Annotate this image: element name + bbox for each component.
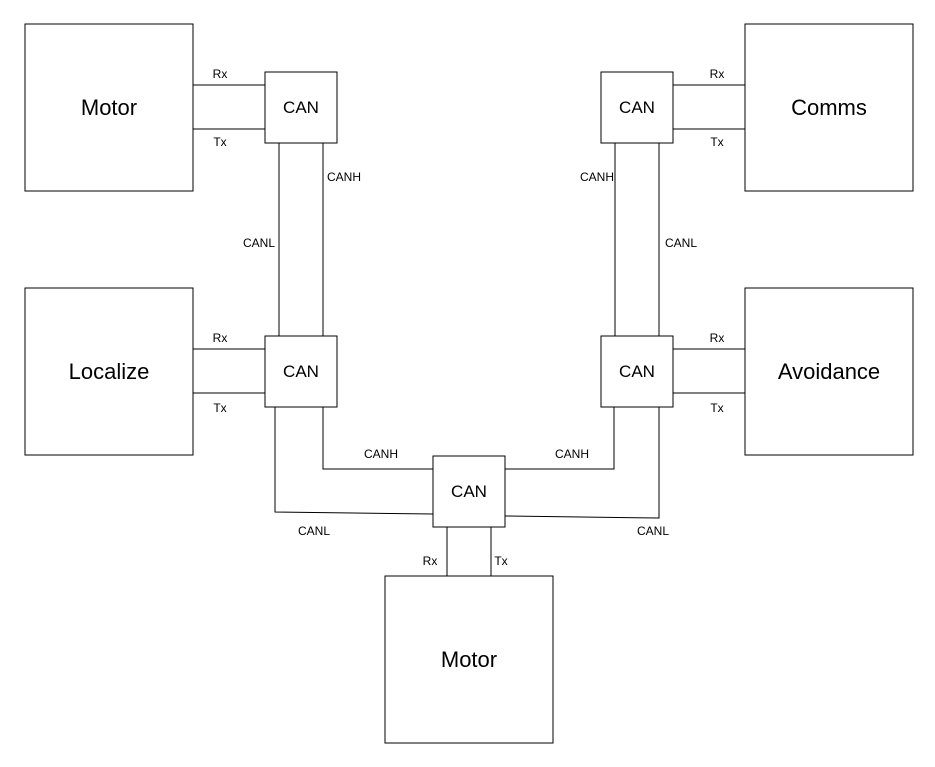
label-canl: CANL: [637, 524, 669, 538]
bus-left-to-center: CANH CANL: [274, 407, 434, 538]
module-motor-bottom: Motor: [384, 575, 554, 744]
can-controller-top-left: CAN: [264, 71, 338, 144]
can-controller-label: CAN: [451, 482, 487, 501]
label-canh: CANH: [555, 447, 589, 461]
bus-right-to-center: CANH CANL: [504, 407, 669, 538]
module-localize: Localize: [24, 287, 194, 456]
module-motor-top: Motor: [24, 23, 194, 192]
label-tx: Tx: [710, 401, 723, 415]
label-canh: CANH: [580, 170, 614, 184]
can-controller-mid-left: CAN: [264, 335, 338, 408]
module-comms: Comms: [744, 23, 914, 192]
bus-left-vertical: CANH CANL: [243, 143, 361, 336]
wires-localize: Rx Tx: [193, 331, 265, 415]
wire-canl: [504, 407, 660, 519]
wire-canh: [322, 407, 433, 470]
label-canl: CANL: [243, 236, 275, 250]
module-motor-top-label: Motor: [81, 95, 137, 120]
module-avoidance-label: Avoidance: [778, 359, 880, 384]
label-tx: Tx: [213, 135, 226, 149]
label-rx: Rx: [710, 67, 725, 81]
label-canh: CANH: [327, 170, 361, 184]
bus-right-vertical: CANH CANL: [580, 143, 697, 336]
wire-canh: [505, 407, 615, 470]
label-rx: Rx: [213, 67, 228, 81]
module-comms-label: Comms: [791, 95, 867, 120]
wires-motor-top: Rx Tx: [193, 67, 265, 149]
label-canh: CANH: [364, 447, 398, 461]
label-rx: Rx: [213, 331, 228, 345]
label-tx: Tx: [213, 401, 226, 415]
can-controller-top-right: CAN: [600, 71, 674, 144]
wires-motor-bottom: Rx Tx: [423, 527, 508, 576]
label-canl: CANL: [298, 524, 330, 538]
module-motor-bottom-label: Motor: [441, 647, 497, 672]
label-canl: CANL: [665, 236, 697, 250]
label-tx: Tx: [494, 554, 507, 568]
wires-comms: Rx Tx: [673, 67, 745, 149]
label-rx: Rx: [710, 331, 725, 345]
can-controller-center: CAN: [432, 455, 506, 528]
label-tx: Tx: [710, 135, 723, 149]
can-controller-label: CAN: [619, 98, 655, 117]
can-controller-mid-right: CAN: [600, 335, 674, 408]
wire-canl: [274, 407, 434, 515]
label-rx: Rx: [423, 554, 438, 568]
can-controller-label: CAN: [619, 362, 655, 381]
wires-avoidance: Rx Tx: [673, 331, 745, 415]
module-avoidance: Avoidance: [744, 287, 914, 456]
can-controller-label: CAN: [283, 98, 319, 117]
module-localize-label: Localize: [69, 359, 150, 384]
can-controller-label: CAN: [283, 362, 319, 381]
